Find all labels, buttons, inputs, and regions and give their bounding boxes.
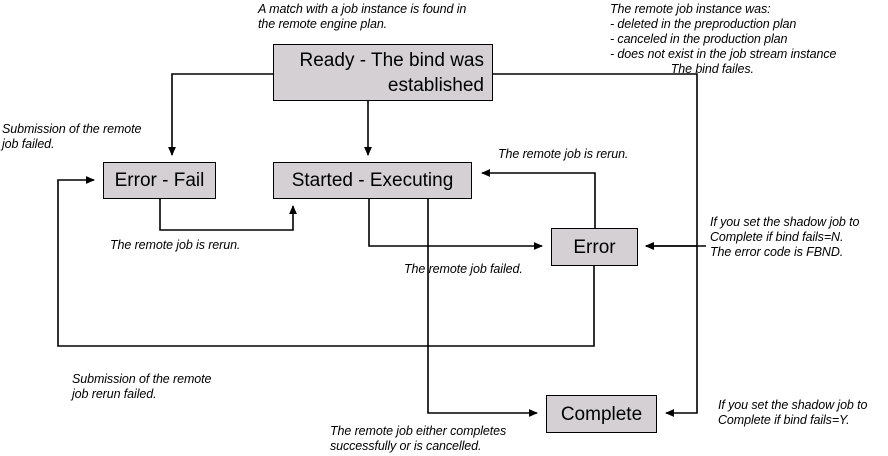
edge-started-to-error — [368, 199, 543, 250]
state-label-ready: Ready - The bind was established — [299, 49, 484, 96]
edge-shadow-y-to-complete — [665, 246, 698, 417]
state-node-complete[interactable]: Complete — [546, 395, 657, 433]
edge-error-to-started — [481, 169, 596, 228]
state-label-error-fail: Error - Fail — [114, 170, 205, 191]
edge-ready-to-errorfail — [168, 73, 273, 156]
edge-started-to-complete — [427, 199, 538, 417]
annotation-remote-job-rerun-left: The remote job is rerun. — [110, 238, 241, 252]
annotation-remote-job-rerun-right: The remote job is rerun. — [498, 147, 629, 161]
state-label-started-executing: Started - Executing — [291, 170, 454, 191]
annotation-rerun-submission-failed: Submission of the remote job rerun faile… — [72, 372, 212, 401]
state-node-ready[interactable]: Ready - The bind was established — [273, 44, 493, 101]
edge-error-to-errorfail — [57, 176, 595, 347]
state-node-error-fail[interactable]: Error - Fail — [103, 162, 216, 199]
annotation-shadow-job-n: If you set the shadow job to Complete if… — [710, 215, 860, 259]
state-node-started-executing[interactable]: Started - Executing — [273, 162, 472, 199]
state-label-error: Error — [573, 236, 616, 258]
annotation-remote-job-failed: The remote job failed. — [404, 262, 523, 276]
annotation-match-found: A match with a job instance is found in … — [258, 2, 467, 31]
annotation-bind-failes: The remote job instance was: - deleted i… — [610, 2, 837, 76]
annotation-completes-or-cancelled: The remote job either completes successf… — [330, 424, 507, 453]
edge-errorfail-to-started — [159, 199, 297, 231]
state-label-complete: Complete — [560, 403, 643, 425]
annotation-submission-failed: Submission of the remote job failed. — [2, 122, 142, 151]
state-node-error[interactable]: Error — [551, 228, 638, 266]
annotation-shadow-job-y: If you set the shadow job to Complete if… — [718, 398, 868, 427]
